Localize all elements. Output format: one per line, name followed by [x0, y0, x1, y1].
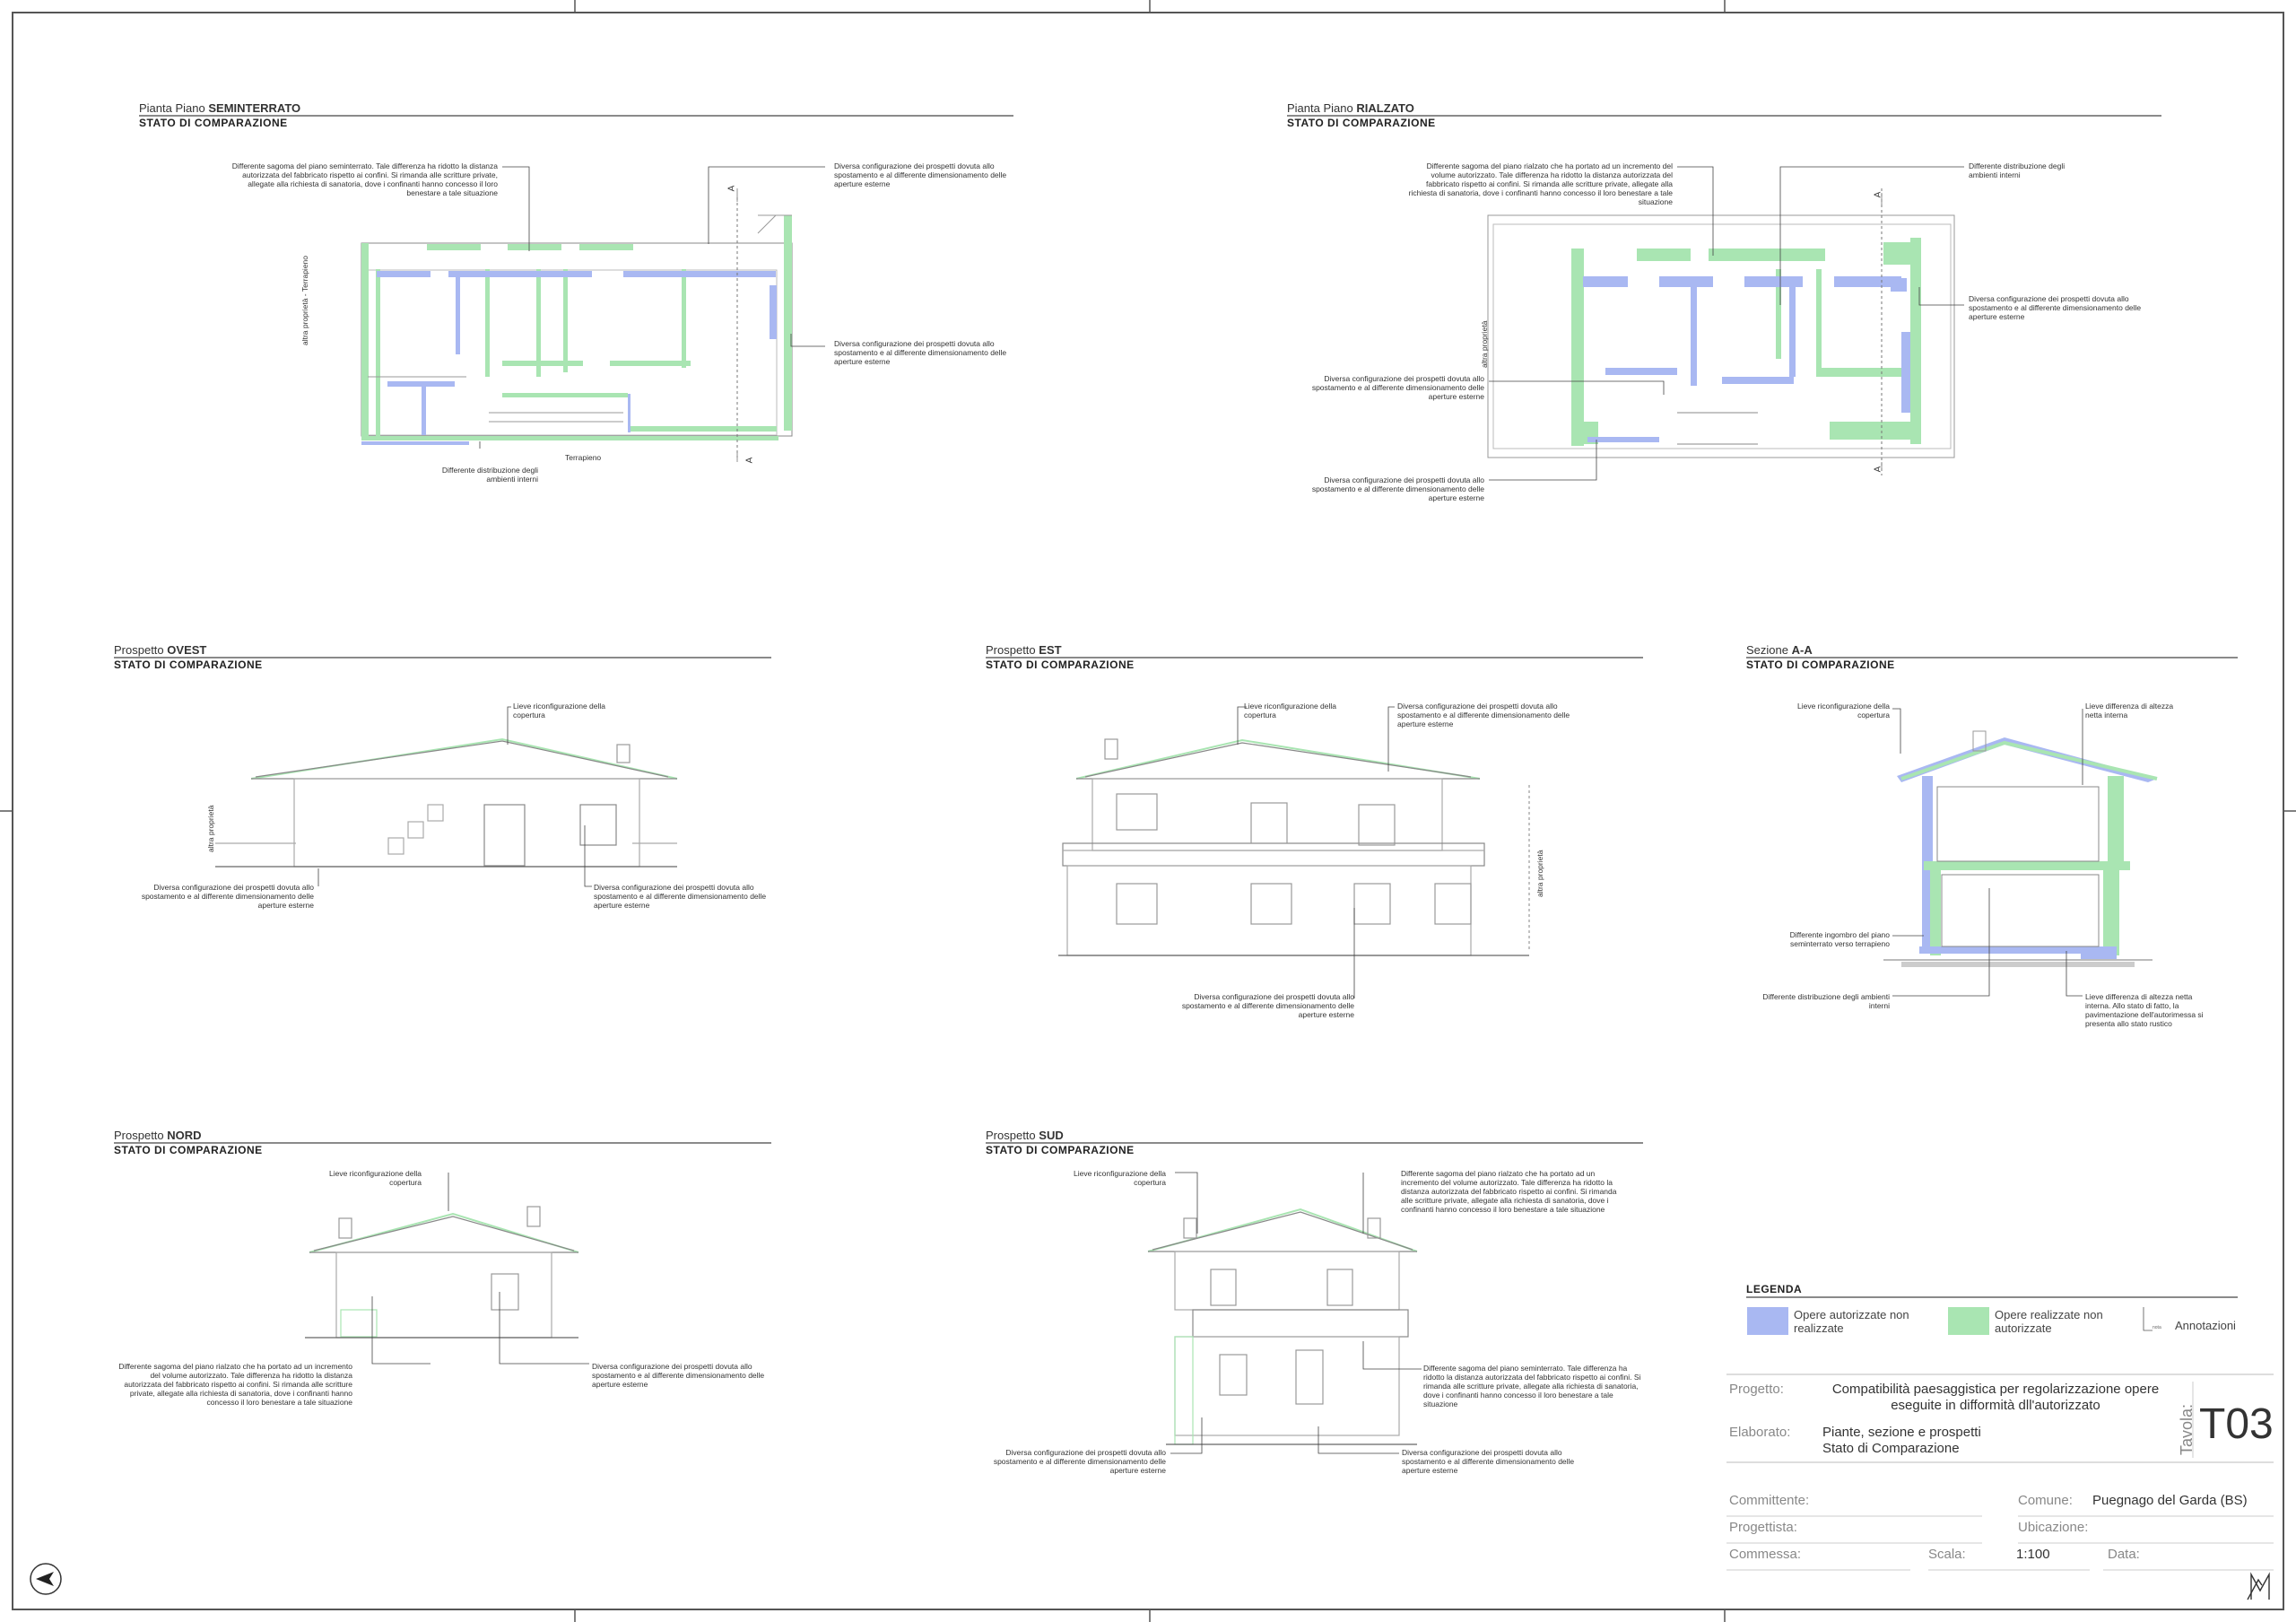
studio-logo — [2247, 1572, 2270, 1600]
annotation-ria-prospetti-right: Diversa configurazione dei prospetti dov… — [1969, 294, 2142, 321]
subtitle-elevation-nord: STATO DI COMPARAZIONE — [114, 1144, 263, 1156]
annotation-ovest-copertura: Lieve riconfigurazione della copertura — [513, 702, 606, 719]
elevation-ovest — [215, 737, 678, 868]
annotation-sud-sagoma-rialzato: Differente sagoma del piano rialzato che… — [1401, 1169, 1617, 1214]
comune-label: Comune: — [2018, 1493, 2073, 1508]
annotation-sez-distribuzione: Differente distribuzione degli ambienti … — [1762, 992, 1890, 1010]
leader-lines — [317, 166, 2083, 1454]
commessa-label: Commessa: — [1729, 1547, 1802, 1562]
annotation-ria-prospetti-left-1: Diversa configurazione dei prospetti dov… — [1311, 374, 1484, 401]
titleblock-lines — [1726, 1373, 2274, 1571]
annotation-sem-prospetti-2: Diversa configurazione dei prospetti dov… — [834, 339, 1007, 366]
title-section-aa: Sezione A-A — [1746, 643, 1813, 657]
label-terrapieno: Terrapieno — [565, 453, 602, 462]
tavola-label: Tavola: — [2178, 1403, 2196, 1455]
annotation-sud-copertura: Lieve riconfigurazione della copertura — [1073, 1169, 1166, 1187]
elevation-est — [1058, 738, 1530, 956]
elevation-nord — [305, 1206, 579, 1339]
annotation-sud-prospetti-left: Diversa configurazione dei prospetti dov… — [993, 1448, 1166, 1475]
annotation-ria-distribuzione: Differente distribuzione degli ambienti … — [1969, 161, 2066, 179]
section-aa — [1883, 730, 2158, 967]
progettista-label: Progettista: — [1729, 1520, 1797, 1535]
annotation-sem-distribuzione: Differente distribuzione degli ambienti … — [441, 466, 538, 484]
progetto-value: Compatibilità paesaggistica per regolari… — [1831, 1382, 2160, 1413]
annotation-sez-copertura: Lieve riconfigurazione della copertura — [1796, 702, 1890, 719]
section-marker-a: A — [726, 185, 737, 192]
subtitle-elevation-sud: STATO DI COMPARAZIONE — [986, 1144, 1135, 1156]
ubicazione-label: Ubicazione: — [2018, 1520, 2089, 1535]
annotation-est-prospetti-bottom: Diversa configurazione dei prospetti dov… — [1181, 992, 1354, 1019]
title-elevation-ovest: Prospetto OVEST — [114, 643, 207, 657]
annotation-ovest-prospetti-right: Diversa configurazione dei prospetti dov… — [594, 883, 767, 910]
legend-annotation-small: nota — [2152, 1325, 2161, 1330]
section-markers — [736, 188, 1883, 471]
tavola-value: T03 — [2199, 1400, 2274, 1448]
legend-title: LEGENDA — [1746, 1283, 1803, 1295]
title-plan-rialzato: Pianta Piano RIALZATO — [1287, 101, 1414, 115]
section-marker-a: A — [744, 457, 755, 464]
label-altra-proprieta: altra proprietà — [1480, 320, 1489, 368]
annotation-symbol — [2143, 1307, 2152, 1331]
annotation-sez-altezza-bottom: Lieve differenza di altezza netta intern… — [2085, 992, 2204, 1028]
annotation-nord-prospetti: Diversa configurazione dei prospetti dov… — [592, 1362, 765, 1389]
legend-swatch-green — [1948, 1307, 1989, 1335]
title-elevation-sud: Prospetto SUD — [986, 1129, 1064, 1142]
elaborato-label: Elaborato: — [1729, 1425, 1791, 1440]
data-label: Data: — [2108, 1547, 2140, 1562]
annotation-nord-sagoma: Differente sagoma del piano rialzato che… — [118, 1362, 352, 1407]
subtitle-plan-rialzato: STATO DI COMPARAZIONE — [1287, 117, 1436, 129]
annotation-sem-prospetti-1: Diversa configurazione dei prospetti dov… — [834, 161, 1007, 188]
plan-rialzato — [1487, 188, 1955, 475]
sheet-border — [12, 12, 2284, 1610]
legend-swatch-blue — [1747, 1307, 1788, 1335]
subtitle-elevation-ovest: STATO DI COMPARAZIONE — [114, 658, 263, 671]
annotation-sem-sagoma: Differente sagoma del piano seminterrato… — [231, 161, 498, 197]
legend-label-green: Opere realizzate non autorizzate — [1995, 1308, 2103, 1335]
subtitle-elevation-est: STATO DI COMPARAZIONE — [986, 658, 1135, 671]
committente-label: Committente: — [1729, 1493, 1810, 1508]
title-rules — [114, 115, 2238, 1144]
legend-label-blue: Opere autorizzate non realizzate — [1794, 1308, 1909, 1335]
annotation-est-copertura: Lieve riconfigurazione della copertura — [1244, 702, 1337, 719]
section-marker-a: A — [1873, 191, 1883, 198]
annotation-nord-copertura: Lieve riconfigurazione della copertura — [328, 1169, 422, 1187]
annotation-ovest-prospetti-left: Diversa configurazione dei prospetti dov… — [141, 883, 314, 910]
plan-seminterrato — [361, 197, 793, 458]
annotation-sez-altezza-top: Lieve differenza di altezza netta intern… — [2085, 702, 2174, 719]
annotation-sud-sagoma-seminterrato: Differente sagoma del piano seminterrato… — [1423, 1364, 1641, 1408]
subtitle-plan-seminterrato: STATO DI COMPARAZIONE — [139, 117, 288, 129]
legend-annotation-label: Annotazioni — [2175, 1319, 2236, 1332]
label-terrapieno-vertical: altra proprietà - Terrapieno — [300, 255, 309, 345]
section-marker-a: A — [1873, 466, 1883, 473]
annotation-est-prospetti-top: Diversa configurazione dei prospetti dov… — [1397, 702, 1570, 728]
annotation-sud-prospetti-right: Diversa configurazione dei prospetti dov… — [1402, 1448, 1575, 1475]
label-altra-proprieta: altra proprietà — [1535, 850, 1544, 897]
annotation-ria-prospetti-left-2: Diversa configurazione dei prospetti dov… — [1311, 475, 1484, 502]
scala-value: 1:100 — [2016, 1547, 2050, 1562]
annotation-sez-ingombro: Differente ingombro del piano seminterra… — [1789, 930, 1890, 948]
north-arrow-icon — [30, 1563, 62, 1595]
label-altra-proprieta: altra proprietà — [206, 805, 215, 852]
title-elevation-nord: Prospetto NORD — [114, 1129, 202, 1142]
comune-value: Puegnago del Garda (BS) — [2092, 1493, 2248, 1508]
elevation-sud — [1147, 1208, 1418, 1445]
progetto-label: Progetto: — [1729, 1382, 1784, 1397]
elaborato-value: Piante, sezione e prospetti Stato di Com… — [1822, 1425, 1981, 1456]
legend-graphics — [1746, 1296, 2238, 1335]
annotation-ria-sagoma: Differente sagoma del piano rialzato che… — [1408, 161, 1673, 206]
subtitle-section-aa: STATO DI COMPARAZIONE — [1746, 658, 1895, 671]
title-elevation-est: Prospetto EST — [986, 643, 1062, 657]
scala-label: Scala: — [1928, 1547, 1966, 1562]
title-plan-seminterrato: Pianta Piano SEMINTERRATO — [139, 101, 301, 115]
